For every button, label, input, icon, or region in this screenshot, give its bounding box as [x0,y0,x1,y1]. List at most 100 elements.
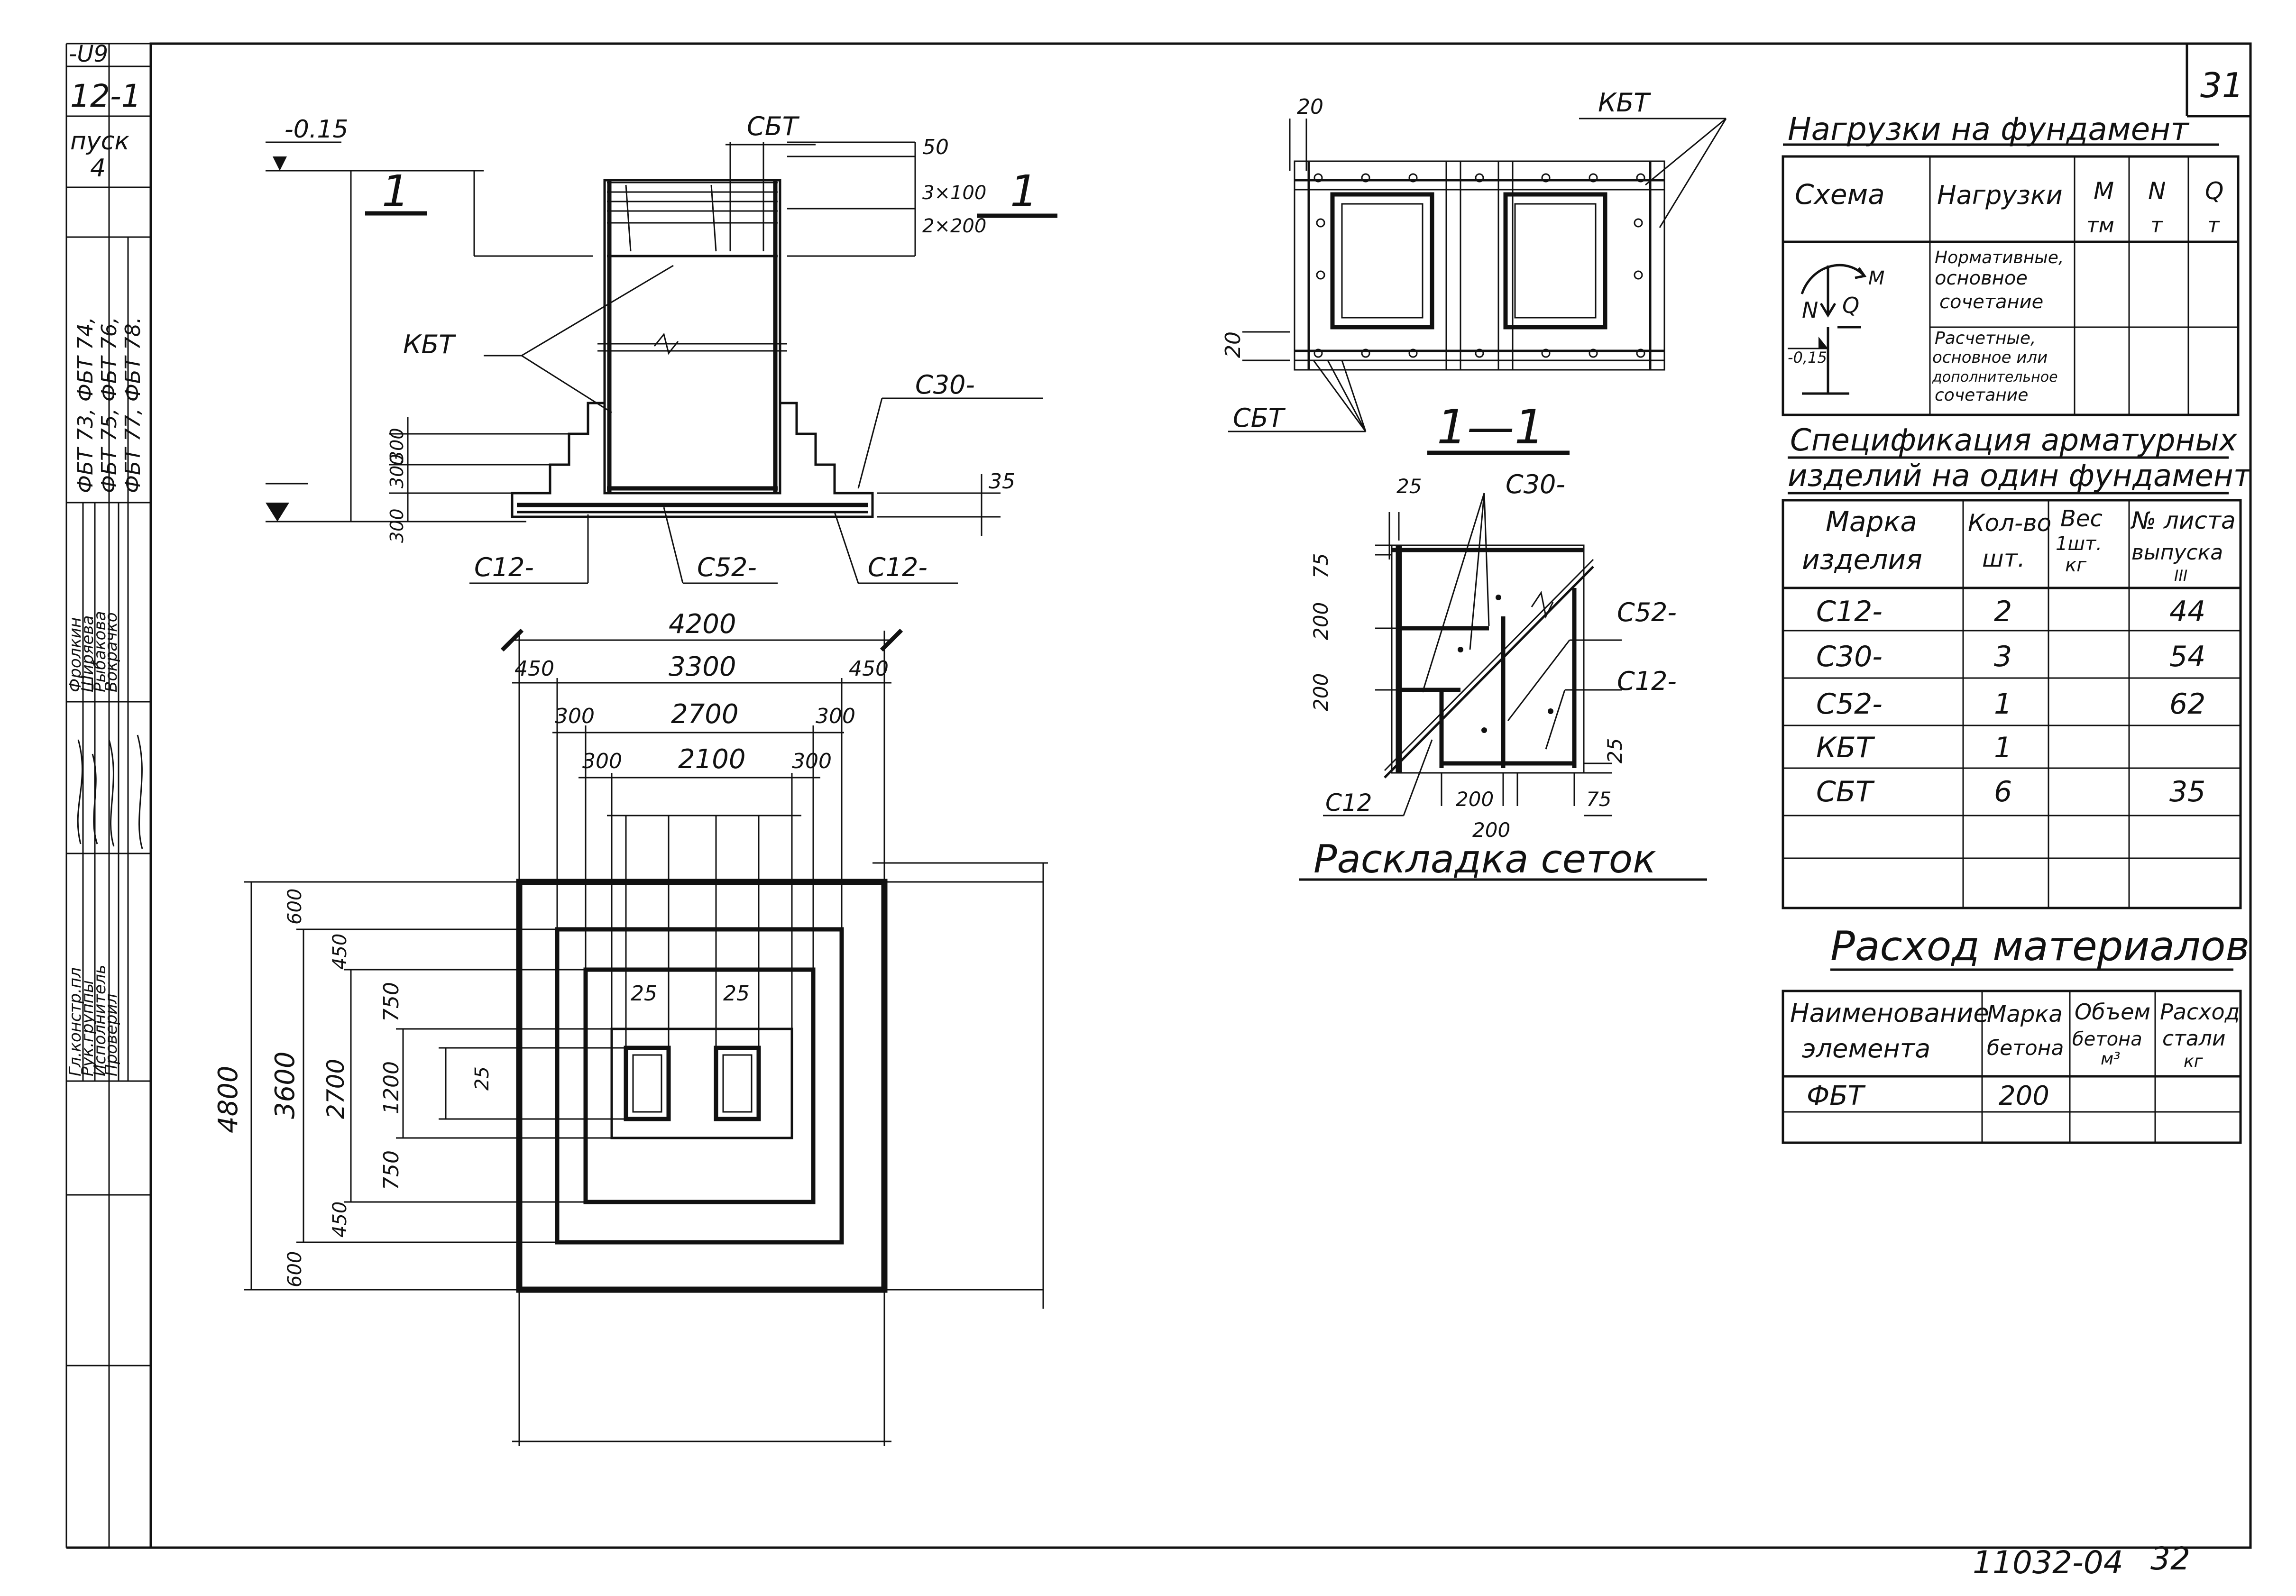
cage-plan [1228,118,1727,432]
dim-300-right-1: 300 [816,704,855,728]
mesh-dim-25-right: 25 [1603,738,1626,763]
label-s52: С52- [697,552,757,582]
cage-dim-20-side: 20 [1221,331,1245,358]
spec-row-2-mark: С30- [1816,640,1883,673]
table-row: СБТ 6 35 [1816,775,2205,808]
materials-header-steel-1: Расход [2160,999,2240,1025]
materials-header-volume-2: бетона [2072,1028,2142,1050]
spec-row-2-qty: 3 [1994,640,2012,673]
stamp-code-fragment: -U9 [69,41,108,67]
spec-row-4-mark: КБТ [1816,731,1875,764]
materials-header-name-2: элемента [1802,1034,1930,1064]
materials-header-grade-1: Марка [1987,1001,2063,1027]
spec-row-5-mark: СБТ [1816,775,1875,808]
dim-450-right: 450 [849,657,889,681]
materials-header-grade-2: бетона [1987,1036,2064,1060]
scheme-label-m: M [1868,267,1885,289]
stamp-signatures [77,734,143,849]
sheet-number: 31 [2200,65,2244,105]
mesh-caption: Раскладка сеток [1313,837,1656,882]
loads-table [1782,143,2240,416]
spec-row-3-mark: С52- [1816,688,1883,721]
dim-25-v: 25 [471,1066,493,1091]
table-row: КБТ 1 [1816,731,2012,764]
materials-header-steel-3: кг [2184,1052,2204,1071]
mesh-dim-200-h: 200 [1456,788,1494,811]
dim-2700: 2700 [671,699,739,730]
mesh-label-s30: С30- [1506,469,1565,499]
spec-title-1: Спецификация арматурных [1790,423,2238,458]
mesh-dim-200-b: 200 [1309,673,1332,711]
stamp-marks-2: ФБТ 75, ФБТ 76, [97,317,121,493]
materials-row-1-name: ФБТ [1807,1081,1866,1111]
cage-dim-20-top: 20 [1297,95,1323,119]
spec-header-sheet-2: выпуска [2131,541,2223,565]
label-kbt: КБТ [403,330,456,359]
loads-header-scheme: Схема [1795,178,1885,211]
dim-300-left-2: 300 [582,749,622,773]
sheet-frame [66,42,2252,1549]
table-row: ФБТ 200 [1807,1081,2049,1111]
mesh-label-s12-left: С12 [1325,789,1372,816]
stamp-marks-3: ФБТ 77, ФБТ 78. [121,317,145,493]
materials-header-volume-3: м³ [2101,1049,2121,1069]
loads-unit-q: т [2207,213,2220,238]
dim-2100: 2100 [678,744,746,775]
mesh-dim-25-top: 25 [1396,475,1422,498]
spec-header-weight-3: кг [2065,554,2087,576]
spec-title-2: изделий на один фундамент [1788,459,2252,494]
scheme-label-elev: -0,15 [1788,349,1827,367]
spec-header-weight-1: Вес [2060,505,2103,532]
loads-row1-line1: Нормативные, [1935,248,2064,267]
label-s12-right: С12- [868,552,928,582]
spec-row-5-qty: 6 [1994,775,2012,808]
dim-2x200: 2×200 [922,215,986,237]
loads-header-m: M [2094,177,2114,205]
dim-600-bottom: 600 [284,1251,306,1287]
dim-1200: 1200 [379,1061,404,1114]
dim-450-top: 450 [329,934,351,970]
stamp-marks-1: ФБТ 73, ФБТ 74, [73,317,98,493]
materials-header-steel-2: стали [2162,1027,2226,1051]
dim-450-left: 450 [514,657,554,681]
cage-label-sbt: СБТ [1233,403,1286,433]
spec-row-2-sheet: 54 [2169,640,2205,673]
cage-label-kbt: КБТ [1598,88,1651,118]
materials-row-1-grade: 200 [1999,1081,2049,1111]
table-row: С30- 3 54 [1816,640,2205,673]
dim-3x100: 3×100 [922,182,986,204]
spec-row-1-qty: 2 [1994,595,2012,628]
materials-table [1782,968,2242,1144]
spec-row-3-qty: 1 [1994,688,2012,721]
section-mark-right: 1 [1010,166,1038,217]
mesh-layout [1299,450,1707,881]
dim-25-a: 25 [631,981,657,1006]
stamp-name-4: Вокрачко [102,612,121,692]
dim-2700-v: 2700 [322,1059,349,1119]
materials-header-name-1: Наименование [1790,998,1989,1028]
loads-unit-m: тм [2086,213,2114,238]
stamp-vypusk-number: 4 [90,154,106,183]
loads-title: Нагрузки на фундамент [1788,111,2190,147]
stamp-series-fragment: 12-1 [70,78,141,114]
loads-row2-line1: Расчетные, [1935,329,2036,348]
dim-750-bottom: 750 [379,1150,404,1190]
plan-view [244,628,1048,1446]
dim-300-b: 300 [386,454,407,488]
mesh-label-s52: С52- [1617,597,1677,627]
spec-row-1-mark: С12- [1816,595,1883,628]
spec-header-weight-2: 1шт. [2056,533,2102,555]
loads-row2-line4: сочетание [1935,385,2028,405]
loads-row1-line2: основное [1935,267,2028,289]
doc-code: 11032-04 [1973,1544,2123,1581]
loads-row2-line2: основное или [1932,348,2048,367]
dim-25-b: 25 [723,981,750,1006]
mesh-dim-200-h2: 200 [1472,818,1510,842]
loads-row2-line3: дополнительное [1932,369,2058,385]
section-view [266,141,1057,584]
side-stamp [65,44,151,1548]
label-s30: С30- [915,370,975,400]
dim-300-right-2: 300 [792,749,832,773]
stamp-name-2: Ширяева [78,615,97,692]
dim-600-top: 600 [284,889,306,925]
